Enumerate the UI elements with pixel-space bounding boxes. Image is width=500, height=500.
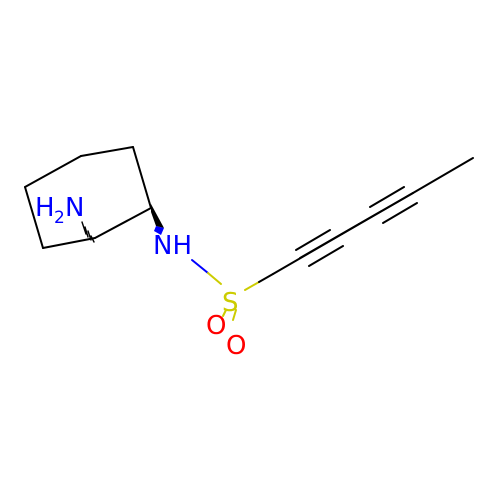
ring-bond <box>42 237 96 249</box>
oxygen-label-1: O <box>206 311 226 341</box>
hash-line <box>84 226 89 238</box>
oxygen-label-2: O <box>226 331 246 361</box>
solid-wedge-bond-n <box>154 226 164 235</box>
cyclohexane-ring <box>24 146 152 249</box>
ring-bond <box>80 146 134 157</box>
triple-bond-upper <box>369 186 405 208</box>
ring-bond <box>94 207 152 239</box>
hash-line <box>90 235 95 243</box>
hashed-wedge-bond <box>81 221 95 243</box>
triple-bond-upper <box>295 229 331 251</box>
triple-bond-lower <box>308 245 344 267</box>
ring-bond <box>24 186 44 249</box>
amine-label-subscript: 2 <box>54 208 65 228</box>
n-s-bond-s <box>207 272 222 285</box>
s-o-bond-1-s <box>222 309 227 317</box>
ring-bond <box>24 155 82 188</box>
triple-bond-main <box>341 192 414 235</box>
amine-label-h: H <box>35 193 55 223</box>
solid-wedge-bond <box>151 204 164 228</box>
methyl-bond <box>412 157 474 194</box>
alkyne-chain <box>272 157 474 275</box>
atom-labels: H 2 N NH S O O <box>35 193 246 361</box>
amide-nh-label: NH <box>153 231 192 261</box>
n-s-bond-n <box>191 259 209 274</box>
sulfonamide-bonds <box>191 259 274 321</box>
hash-line <box>87 230 92 241</box>
s-o-bond-2-s <box>232 309 237 321</box>
triple-bond-lower <box>382 202 418 224</box>
ring-bond <box>132 146 152 209</box>
amine-label-n: N <box>65 193 84 223</box>
sulfur-label: S <box>222 288 239 318</box>
s-c-bond-s <box>244 281 260 291</box>
s-c-bond-c <box>258 273 274 283</box>
hash-line <box>81 221 87 235</box>
